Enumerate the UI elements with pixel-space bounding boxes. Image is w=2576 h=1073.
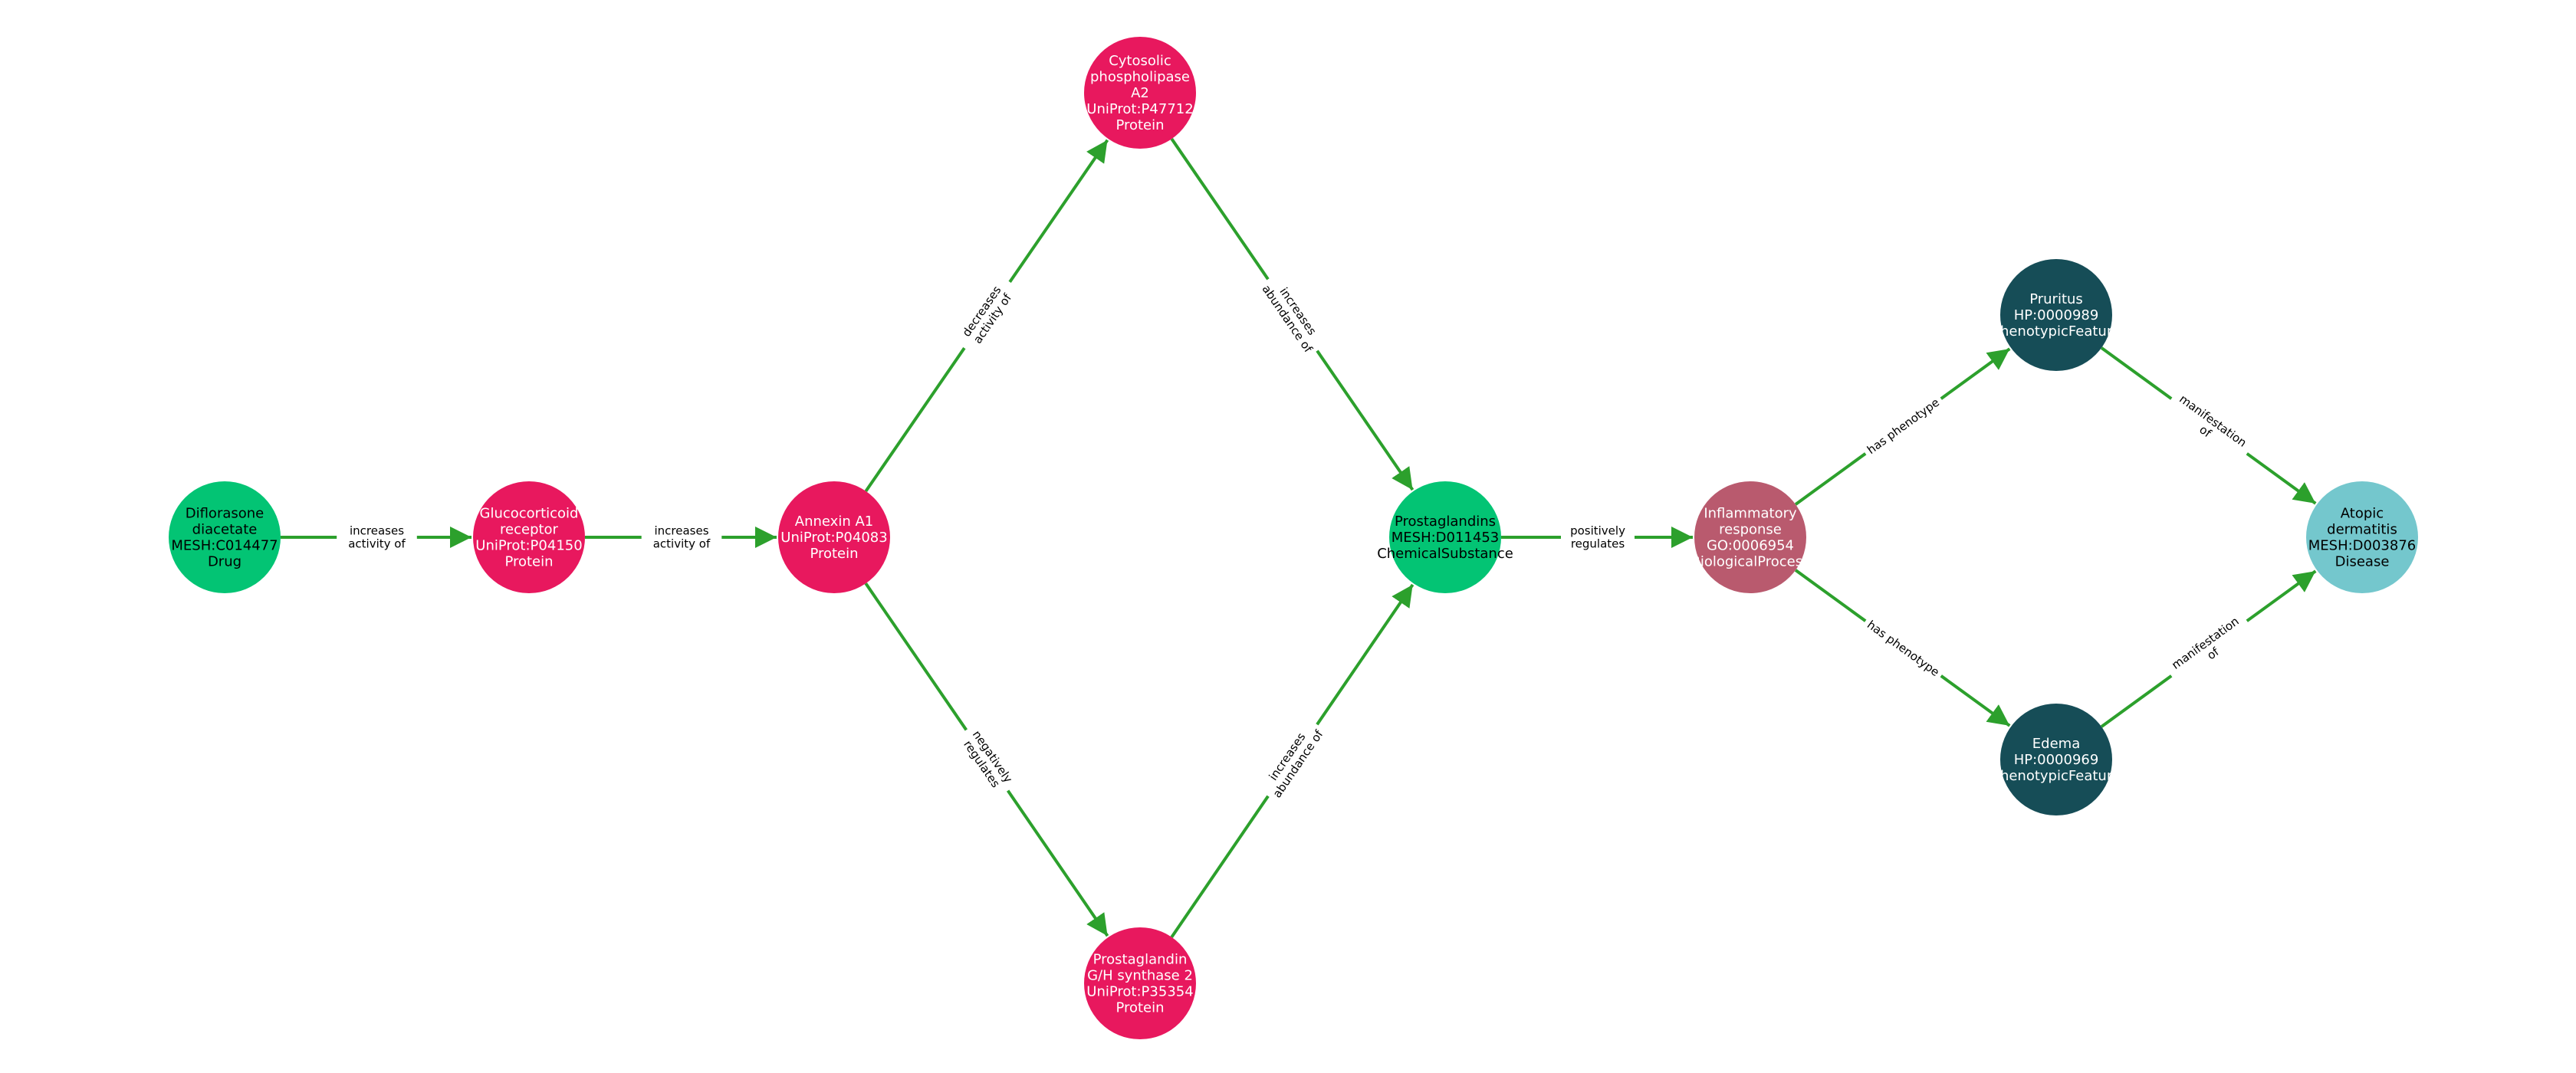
- edge-label-inflammatory-edema: has phenotype: [1860, 613, 1947, 684]
- edge-label-background: [953, 721, 1021, 799]
- node-label-line: MESH:D011453: [1392, 530, 1500, 546]
- node-circle[interactable]: [2000, 704, 2112, 815]
- node-label-line: MESH:C014477: [171, 538, 278, 554]
- node-label-line: Annexin A1: [795, 514, 873, 530]
- node-label-line: G/H synthase 2: [1087, 968, 1193, 984]
- node-prostaglandins[interactable]: ProstaglandinsMESH:D011453ChemicalSubsta…: [1377, 481, 1513, 593]
- edge-label-background: [1255, 715, 1330, 806]
- edge-label-inflammatory-pruritus: has phenotype: [1860, 391, 1947, 461]
- node-circle[interactable]: [1084, 927, 1196, 1039]
- node-label-line: Atopic: [2341, 506, 2384, 522]
- node-label-line: HP:0000989: [2014, 307, 2099, 323]
- edge-label-background: [1860, 391, 1947, 461]
- node-circle[interactable]: [2000, 259, 2112, 371]
- node-inflammatory[interactable]: InflammatoryresponseGO:0006954Biological…: [1691, 481, 1810, 593]
- node-label-line: Disease: [2335, 554, 2390, 570]
- node-label-line: dermatitis: [2327, 522, 2397, 538]
- node-label-line: Protein: [1116, 117, 1164, 133]
- node-label-line: Glucocorticoid: [480, 506, 579, 522]
- edge-label-background: [951, 273, 1023, 357]
- node-label-line: BiologicalProcess: [1691, 554, 1809, 570]
- edge-label-text: has phenotype: [1865, 395, 1942, 457]
- node-cpla2[interactable]: CytosolicphospholipaseA2UniProt:P47712Pr…: [1084, 37, 1196, 149]
- node-label-line: Diflorasone: [186, 506, 264, 522]
- node-circle[interactable]: [1389, 481, 1501, 593]
- node-label-line: Drug: [208, 554, 242, 570]
- node-label-line: UniProt:P35354: [1086, 984, 1193, 1000]
- edge-label-text: increases: [350, 524, 404, 538]
- node-label-line: Pruritus: [2029, 291, 2083, 307]
- node-circle[interactable]: [1084, 37, 1196, 149]
- node-label-line: Protein: [1116, 1000, 1164, 1016]
- node-label-line: Prostaglandins: [1395, 514, 1496, 530]
- node-label-line: Prostaglandin: [1093, 952, 1188, 968]
- node-label-line: response: [1719, 522, 1782, 538]
- node-label-line: HP:0000969: [2014, 752, 2099, 768]
- edge-label-background: [2162, 386, 2256, 466]
- edge-label-text: regulates: [1571, 537, 1625, 551]
- node-circle[interactable]: [778, 481, 890, 593]
- node-label-line: receptor: [500, 522, 559, 538]
- node-label-line: PhenotypicFeature: [1992, 768, 2121, 784]
- edges-layer: [281, 138, 2317, 938]
- node-label-line: phospholipase: [1090, 69, 1190, 85]
- node-label-line: UniProt:P47712: [1086, 101, 1193, 117]
- edge-label-text: positively: [1570, 524, 1625, 538]
- node-circle[interactable]: [1694, 481, 1806, 593]
- node-label-line: UniProt:P04150: [475, 538, 582, 554]
- edge-label-background: [1860, 613, 1947, 684]
- edge-label-background: [641, 522, 722, 553]
- node-glucocorticoid[interactable]: GlucocorticoidreceptorUniProt:P04150Prot…: [473, 481, 585, 593]
- edge-label-text: has phenotype: [1865, 618, 1942, 679]
- edge-label-text: increases: [654, 524, 708, 538]
- edge-label-background: [1561, 522, 1635, 553]
- node-label-line: GO:0006954: [1707, 538, 1794, 554]
- edge-label-background: [2162, 609, 2256, 688]
- edge-label-background: [337, 522, 417, 553]
- edge-label-text: activity of: [348, 537, 406, 551]
- node-label-line: PhenotypicFeature: [1992, 323, 2121, 340]
- edge-label-text: activity of: [653, 537, 711, 551]
- node-label-line: Protein: [810, 546, 858, 562]
- node-label-line: Cytosolic: [1109, 53, 1171, 69]
- node-circle[interactable]: [169, 481, 281, 593]
- node-label-line: Inflammatory: [1704, 506, 1797, 522]
- node-label-line: UniProt:P04083: [780, 530, 887, 546]
- node-label-line: Protein: [504, 554, 553, 570]
- node-label-line: ChemicalSubstance: [1377, 546, 1513, 562]
- node-circle[interactable]: [473, 481, 585, 593]
- node-label-line: MESH:D003876: [2308, 538, 2417, 554]
- edge-label-background: [1255, 271, 1330, 359]
- node-label-line: Edema: [2032, 736, 2080, 752]
- node-circle[interactable]: [2306, 481, 2418, 593]
- node-label-line: diacetate: [192, 522, 258, 538]
- node-label-line: A2: [1131, 85, 1149, 101]
